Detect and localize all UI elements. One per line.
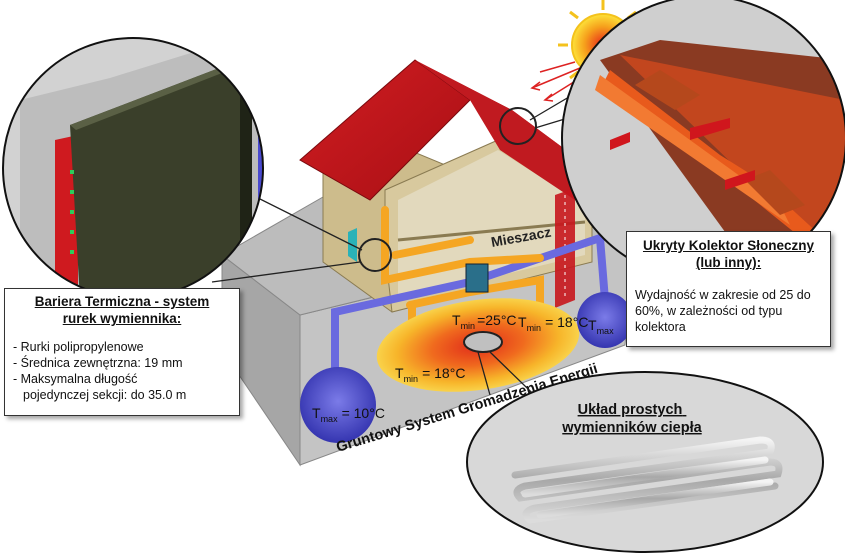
temp-tmin-right: Tmin= 18°C xyxy=(518,314,588,333)
temp-tmin-center: Tmin=25°C xyxy=(452,312,517,331)
barrier-spec-item-continued: pojedynczej sekcji: do 35.0 m xyxy=(23,388,187,402)
zoom-lens-exchangers: Układ prostych wymienników ciepła xyxy=(466,371,824,553)
collector-description: Wydajność w zakresie od 25 do 60%, w zal… xyxy=(635,288,811,334)
exchangers-title-line2: wymienników ciepła xyxy=(561,420,702,436)
collector-title-line1: Ukryty Kolektor Słoneczny xyxy=(642,238,815,253)
svg-text:Układ prostych wymiennik: Układ prostych wymienników ciepła xyxy=(561,402,702,436)
barrier-specs-list: - Rurki polipropylenowe - Średnica zewnę… xyxy=(13,339,231,403)
barrier-spec-item: - Rurki polipropylenowe xyxy=(13,340,144,354)
temp-tmax-left: Tmax= 10°C xyxy=(312,405,385,424)
barrier-title-line2: rurek wymiennika: xyxy=(62,311,182,326)
exchangers-title-line1: Układ prostych xyxy=(578,402,683,418)
zoom-lens-barrier xyxy=(2,37,264,299)
collector-title-line2: (lub inny): xyxy=(695,255,762,270)
barrier-spec-item: - Maksymalna długość xyxy=(13,372,138,386)
zoom-lens-collector xyxy=(561,0,845,281)
barrier-spec-item: - Średnica zewnętrzna: 19 mm xyxy=(13,356,183,370)
barrier-callout: Bariera Termiczna - system rurek wymienn… xyxy=(4,288,240,416)
cold-zone-left xyxy=(300,367,376,443)
collector-callout: Ukryty Kolektor Słoneczny (lub inny): Wy… xyxy=(626,231,831,347)
barrier-title-line1: Bariera Termiczna - system xyxy=(34,294,210,309)
cold-zone-right xyxy=(577,292,633,348)
temp-tmax-right: Tmax xyxy=(588,317,614,336)
mixer-valve xyxy=(465,263,489,293)
temp-tmin-lower: Tmin= 18°C xyxy=(395,365,465,384)
